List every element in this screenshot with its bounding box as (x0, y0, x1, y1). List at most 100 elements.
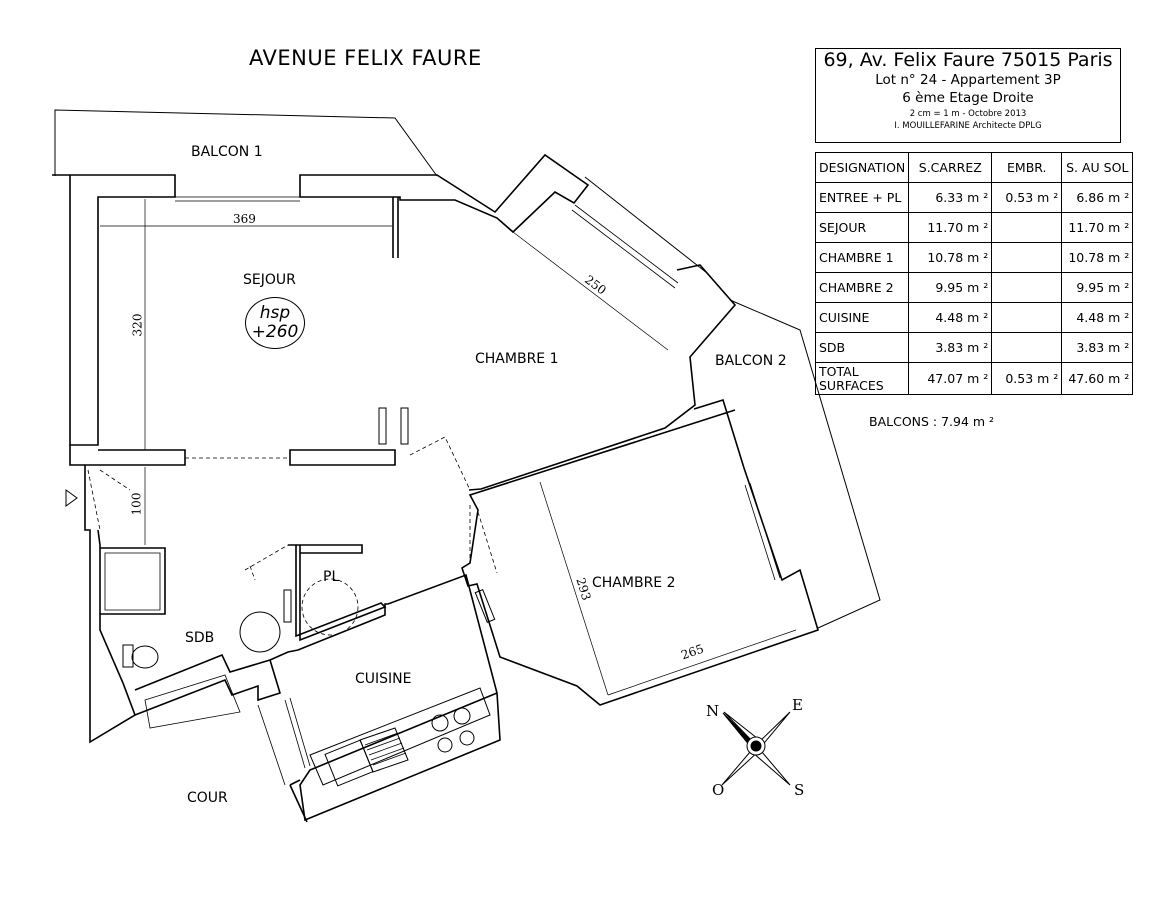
cell-total-carrez: 47.07 m ² (908, 362, 993, 395)
room-label-pl: PL (323, 569, 340, 585)
cell-embr (991, 272, 1063, 303)
cell-carrez: 11.70 m ² (908, 212, 993, 243)
header-carrez: S.CARREZ (908, 152, 993, 183)
title-floor: 6 ème Etage Droite (902, 90, 1034, 106)
wall-sdb-east (288, 544, 387, 642)
kitchen-drainer (359, 727, 409, 773)
ceiling-height-badge: hsp +260 (245, 297, 305, 349)
total-line-2: SURFACES (819, 377, 884, 393)
wall-sejour-south-left (69, 445, 186, 466)
room-label-chambre2: CHAMBRE 2 (592, 575, 676, 591)
header-sol: S. AU SOL (1061, 152, 1134, 183)
cell-carrez: 10.78 m ² (908, 242, 993, 273)
title-lot: Lot n° 24 - Appartement 3P (875, 72, 1061, 88)
cell-sol: 9.95 m ² (1061, 272, 1134, 303)
wall-chambre2 (461, 398, 819, 706)
wall-entry-west (84, 465, 136, 744)
room-label-chambre1: CHAMBRE 1 (475, 351, 559, 367)
room-label-cuisine: CUISINE (355, 671, 412, 687)
table-row: CUISINE 4.48 m ² 4.48 m ² (814, 302, 1134, 333)
door-sdb (244, 544, 289, 581)
title-architect: I. MOUILLEFARINE Architecte DPLG (894, 121, 1042, 131)
entrance-arrow-icon (65, 489, 78, 507)
wall-kitchen-south (289, 779, 308, 823)
dim-chambre2-depth (539, 481, 609, 696)
cell-total-embr: 0.53 m ² (991, 362, 1063, 395)
cell-embr (991, 212, 1063, 243)
shower-tray (104, 552, 161, 611)
wc (131, 645, 159, 669)
header-embr: EMBR. (991, 152, 1063, 183)
cell-designation: CHAMBRE 1 (814, 242, 910, 273)
table-row: ENTREE + PL 6.33 m ² 0.53 m ² 6.86 m ² (814, 182, 1134, 213)
cell-carrez: 4.48 m ² (908, 302, 993, 333)
balcons-total: BALCONS : 7.94 m ² (869, 414, 995, 429)
dim-label-entree: 100 (129, 492, 144, 516)
ceiling-height-label: hsp (259, 303, 291, 323)
kitchen-counter (309, 687, 491, 786)
title-block: 69, Av. Felix Faure 75015 Paris Lot n° 2… (815, 48, 1121, 143)
table-row: CHAMBRE 2 9.95 m ² 9.95 m ² (814, 272, 1134, 303)
cell-designation: SDB (814, 332, 910, 363)
cell-embr (991, 242, 1063, 273)
hob-2 (453, 707, 471, 725)
door-entry (87, 469, 131, 531)
wall-sdb (100, 547, 166, 615)
wall-sdb-south (134, 653, 281, 716)
cell-designation: CHAMBRE 2 (814, 272, 910, 303)
hob-3 (437, 737, 453, 753)
dim-label-sejour-depth: 320 (130, 313, 145, 337)
window-kitchen (257, 697, 311, 786)
door-chambre2 (469, 505, 498, 574)
wall-sejour-north-right (299, 153, 590, 234)
room-label-balcon1: BALCON 1 (191, 144, 263, 160)
compass-rose-icon (721, 711, 791, 786)
table-row: CHAMBRE 1 10.78 m ² 10.78 m ² (814, 242, 1134, 273)
hob-4 (459, 730, 475, 746)
partition-sejour-chambre1 (392, 197, 399, 258)
compass-north-label: N (706, 702, 720, 720)
cell-carrez: 3.83 m ² (908, 332, 993, 363)
cell-sol: 10.78 m ² (1061, 242, 1134, 273)
room-label-balcon2: BALCON 2 (715, 353, 787, 369)
window-balcon1 (175, 196, 300, 202)
compass-east-label: E (792, 696, 803, 714)
balcon-2-outline (584, 176, 881, 629)
wall-kitchen (269, 573, 501, 822)
window-sdb (144, 674, 241, 729)
window-chambre2 (744, 482, 781, 581)
door-chambre1 (409, 436, 471, 491)
street-name: AVENUE FELIX FAURE (249, 46, 482, 70)
compass-south-label: S (794, 781, 805, 799)
cell-designation: CUISINE (814, 302, 910, 333)
room-label-sejour: SEJOUR (243, 272, 296, 288)
cell-sol: 4.48 m ² (1061, 302, 1134, 333)
title-address: 69, Av. Felix Faure 75015 Paris (823, 49, 1113, 71)
dim-label-sejour-width: 369 (233, 212, 256, 226)
wall-sejour-south-right (289, 449, 396, 466)
wall-chambre1-east (468, 264, 737, 491)
cell-designation: ENTREE + PL (814, 182, 910, 213)
total-line-1: TOTAL (819, 363, 859, 379)
table-header-row: DESIGNATION S.CARREZ EMBR. S. AU SOL (814, 152, 1134, 183)
cell-designation: SEJOUR (814, 212, 910, 243)
cell-total-sol: 47.60 m ² (1061, 362, 1134, 395)
cell-embr (991, 332, 1063, 363)
surface-table: DESIGNATION S.CARREZ EMBR. S. AU SOL ENT… (814, 152, 1134, 395)
pl-circle (301, 578, 359, 636)
table-row: SEJOUR 11.70 m ² 11.70 m ² (814, 212, 1134, 243)
room-label-sdb: SDB (185, 630, 215, 646)
wall-sejour-north (52, 174, 176, 446)
cell-embr (991, 302, 1063, 333)
window-chambre1 (571, 204, 679, 289)
cell-sol: 11.70 m ² (1061, 212, 1134, 243)
table-row: SDB 3.83 m ² 3.83 m ² (814, 332, 1134, 363)
washbasin (239, 611, 281, 653)
hob-1 (431, 714, 449, 732)
dim-chambre1 (512, 231, 669, 351)
cell-sol: 3.83 m ² (1061, 332, 1134, 363)
header-designation: DESIGNATION (814, 152, 910, 183)
